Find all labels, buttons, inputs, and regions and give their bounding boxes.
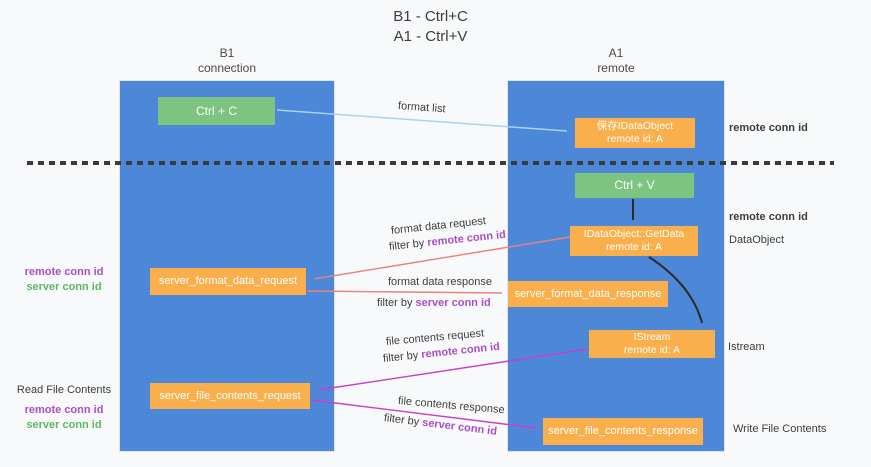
getdata-line1: IDataObject::GetData — [583, 228, 685, 240]
lane-header-b1: B1 connection — [119, 46, 335, 76]
istream-line1: IStream — [633, 331, 671, 343]
file-contents-request-arrow — [317, 348, 589, 391]
left-remote-conn-id-label-2: remote conn id — [24, 404, 104, 416]
istream-line2: remote id: A — [623, 344, 681, 356]
lane-header-a1: A1 remote — [507, 46, 725, 76]
lane-b1-name: B1 — [219, 46, 235, 60]
lane-a1-name: A1 — [608, 46, 624, 60]
format-list-arrow — [276, 109, 568, 132]
session-divider-dashed-line — [27, 161, 834, 165]
right-remote-conn-id-label-2: remote conn id — [729, 211, 808, 223]
server-file-contents-request-label: server_file_contents_request — [159, 389, 301, 402]
server-format-data-response-box: server_format_data_response — [508, 281, 668, 307]
format-data-response-filter-label: filter by server conn id — [377, 297, 491, 309]
right-write-file-contents-label: Write File Contents — [733, 423, 827, 435]
lane-b1-role: connection — [197, 61, 257, 75]
istream-box: IStream remote id: A — [589, 330, 715, 358]
format-data-request-arrow — [313, 236, 571, 280]
ctrl-c-label: Ctrl + C — [195, 103, 237, 118]
lane-a1-role: remote — [597, 61, 635, 75]
server-conn-id-text: server conn id — [415, 297, 491, 309]
left-remote-conn-id-label-1: remote conn id — [24, 266, 104, 278]
right-istream-label: Istream — [728, 341, 765, 353]
filter-by-text: filter by — [377, 297, 413, 309]
left-conn-id-group-2: Read File Contents remote conn id server… — [8, 383, 120, 433]
server-format-data-request-label: server_format_data_request — [158, 275, 298, 287]
right-remote-conn-id-label-1: remote conn id — [729, 122, 808, 134]
server-format-data-response-label: server_format_data_response — [514, 287, 662, 300]
ctrl-v-label: Ctrl + V — [614, 178, 655, 192]
title-line-1: B1 - Ctrl+C — [393, 8, 468, 25]
save-dataobject-line1: 保存IDataObject — [596, 120, 674, 132]
getdata-line2: remote id: A — [605, 241, 663, 253]
save-dataobject-line2: remote id: A — [606, 133, 664, 145]
ctrl-c-box: Ctrl + C — [158, 97, 275, 125]
file-contents-response-arrow — [310, 399, 537, 429]
diagram-title: B1 - Ctrl+C A1 - Ctrl+V — [0, 7, 861, 47]
left-server-conn-id-label-1: server conn id — [26, 281, 102, 293]
title-line-2: A1 - Ctrl+V — [393, 28, 468, 45]
server-file-contents-response-box: server_file_contents_response — [543, 418, 703, 445]
left-conn-id-group-1: remote conn id server conn id — [8, 265, 120, 295]
left-read-file-contents-label: Read File Contents — [16, 384, 112, 396]
ctrl-v-box: Ctrl + V — [575, 173, 694, 198]
server-format-data-request-box: server_format_data_request — [150, 268, 306, 295]
server-file-contents-request-box: server_file_contents_request — [150, 383, 310, 409]
save-dataobject-box: 保存IDataObject remote id: A — [575, 118, 695, 148]
getdata-to-istream-arrow — [648, 256, 703, 324]
getdata-box: IDataObject::GetData remote id: A — [570, 226, 698, 256]
right-dataobject-label: DataObject — [729, 234, 785, 246]
format-data-response-arrow — [306, 290, 503, 294]
format-data-response-label: format data response — [388, 276, 492, 288]
left-server-conn-id-label-2: server conn id — [26, 419, 102, 431]
server-file-contents-response-label: server_file_contents_response — [548, 425, 698, 437]
